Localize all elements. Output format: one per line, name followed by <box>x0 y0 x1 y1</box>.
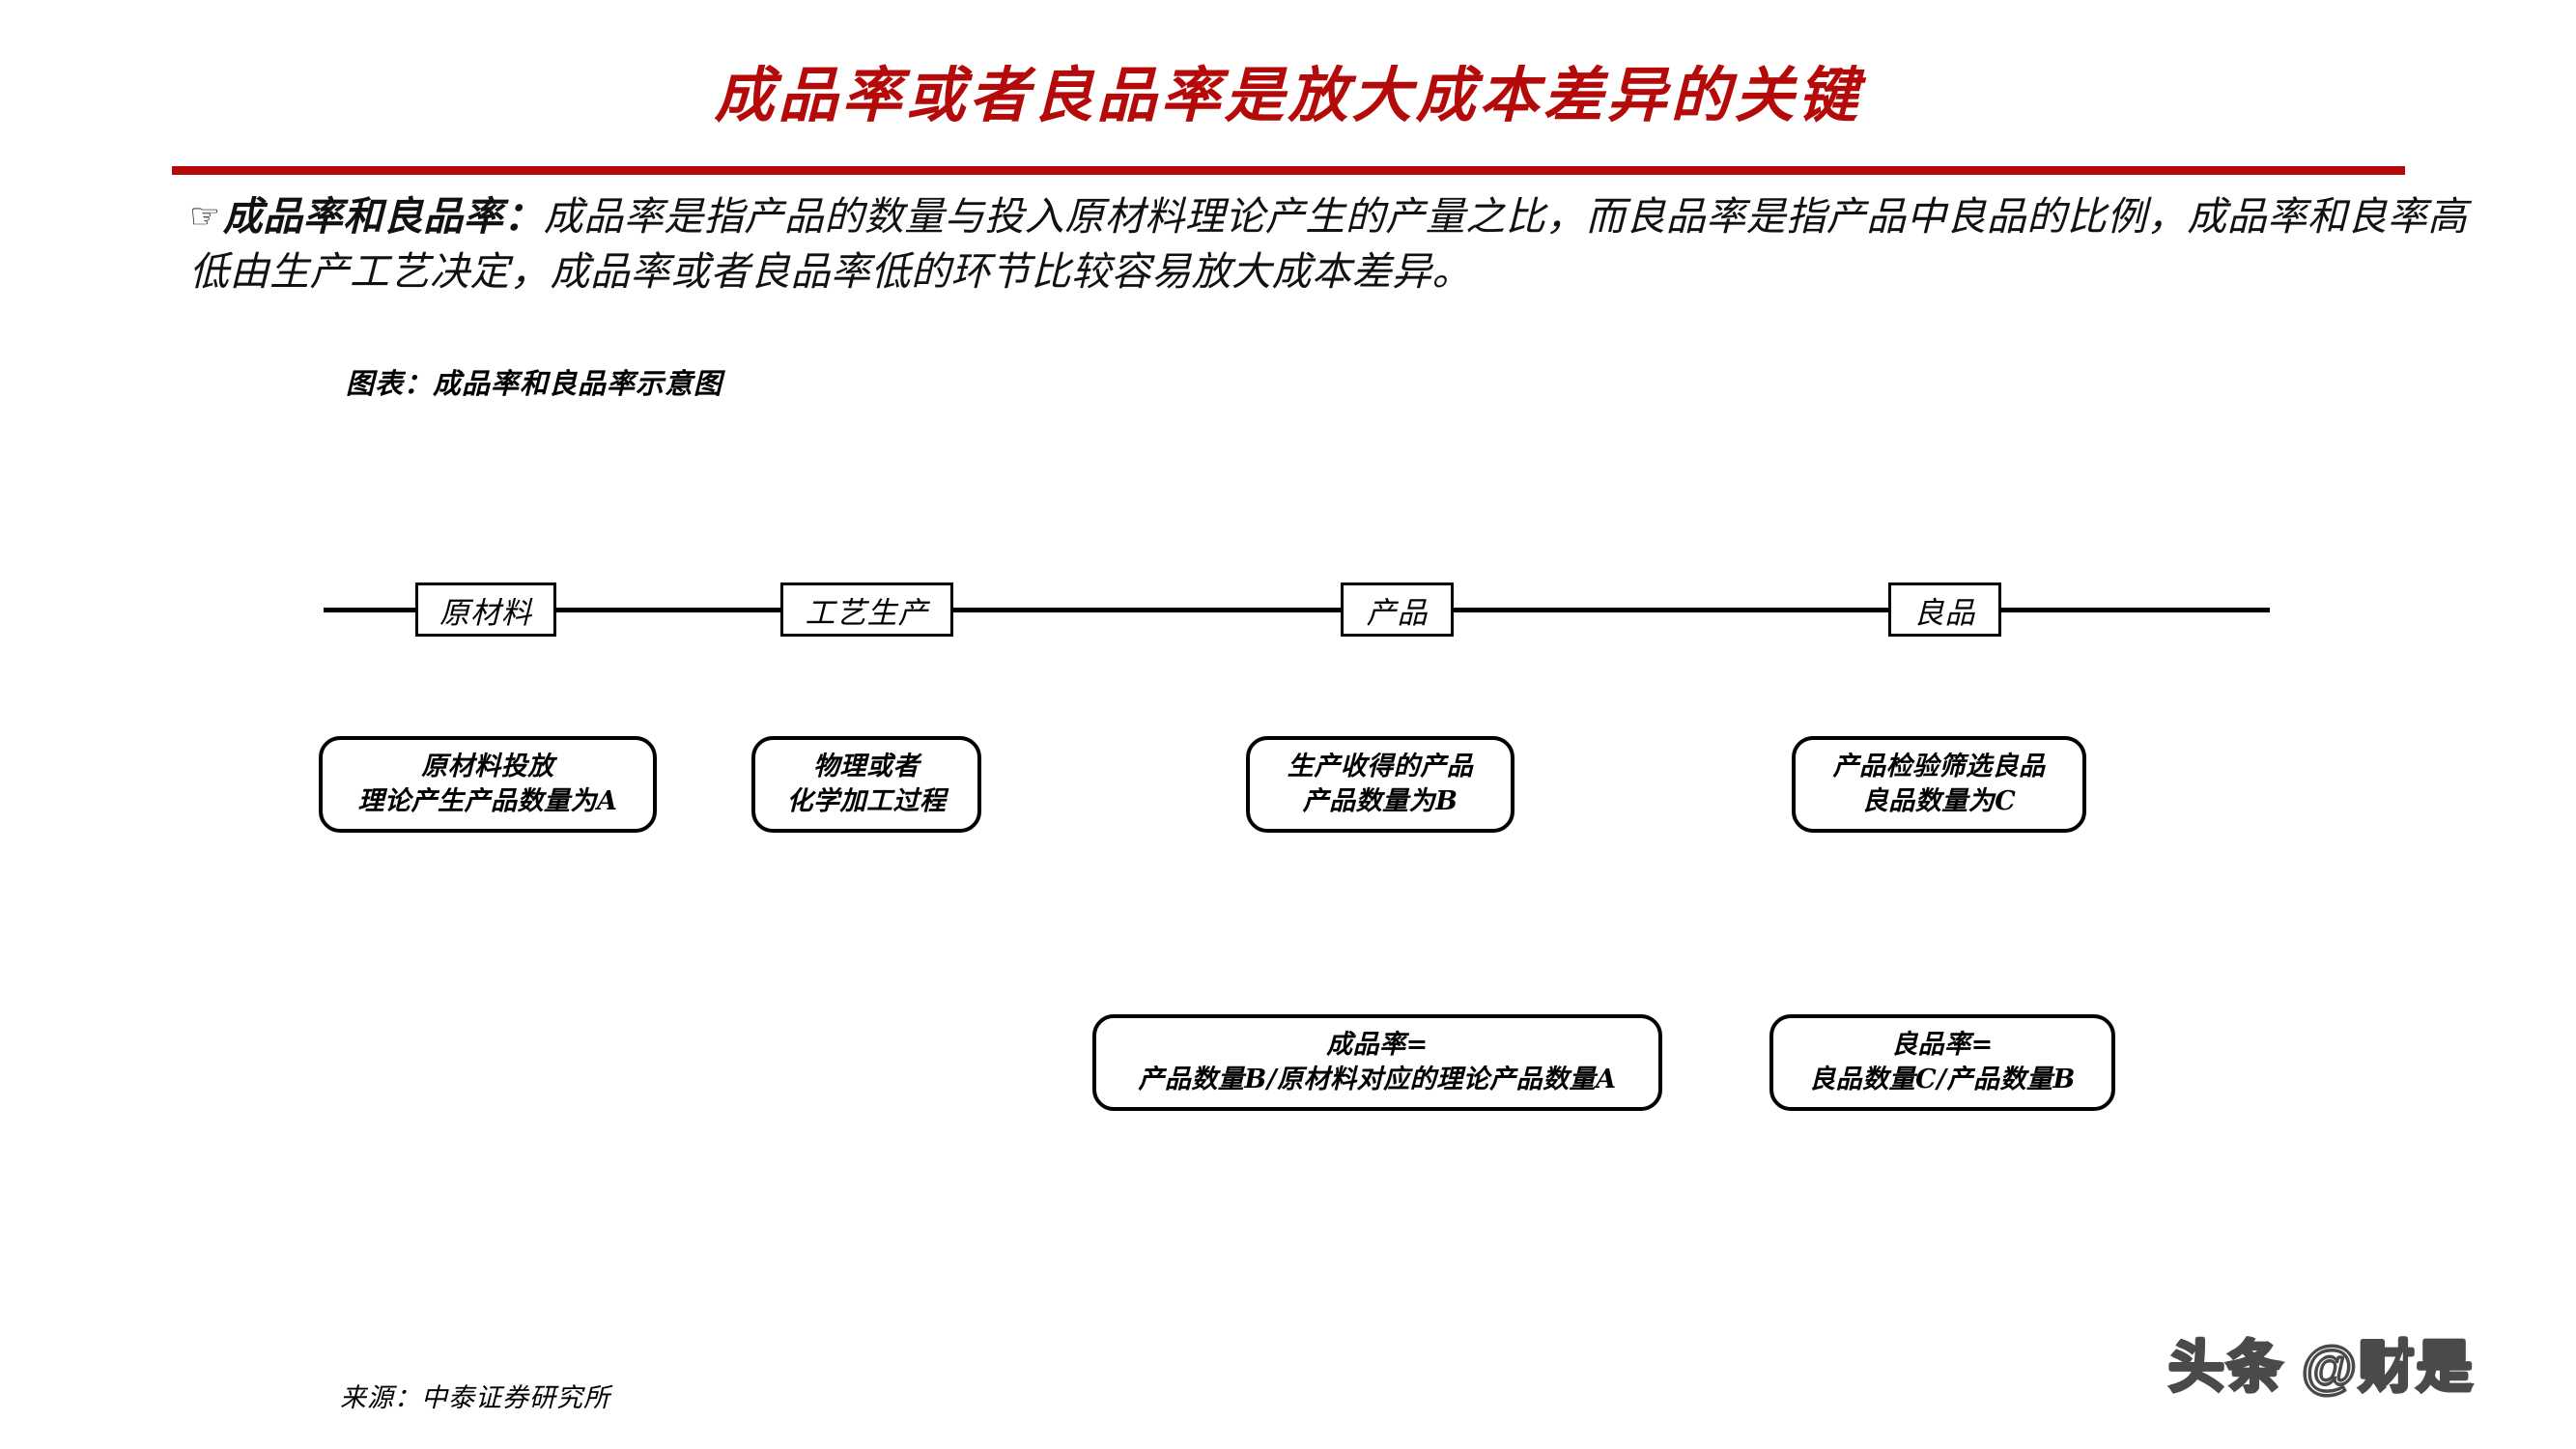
stage-box-label: 工艺生产 <box>805 595 929 631</box>
pointing-hand-icon: ☞ <box>189 197 221 237</box>
timeline-axis <box>324 608 2270 612</box>
watermark: 头条 @财是 <box>2167 1335 2475 1401</box>
formula-line-1: 成品率= <box>1326 1030 1429 1060</box>
stage-box-process-production: 工艺生产 <box>780 582 953 637</box>
formula-card-yield-rate: 成品率= 产品数量B/原材料对应的理论产品数量A <box>1092 1014 1662 1111</box>
title-divider-rule <box>172 166 2405 175</box>
description-card-product: 生产收得的产品 产品数量为B <box>1246 736 1514 833</box>
stage-box-good-product: 良品 <box>1888 582 2001 637</box>
formula-card-good-rate: 良品率= 良品数量C/产品数量B <box>1769 1014 2115 1111</box>
body-paragraph: ☞成品率和良品率：成品率是指产品的数量与投入原材料理论产生的产量之比，而良品率是… <box>189 189 2469 298</box>
description-line-1: 物理或者 <box>813 752 920 781</box>
source-note: 来源：中泰证券研究所 <box>340 1383 610 1413</box>
stage-box-raw-material: 原材料 <box>415 582 556 637</box>
description-card-processing: 物理或者 化学加工过程 <box>751 736 981 833</box>
description-line-1: 原材料投放 <box>421 752 554 781</box>
description-line-2: 理论产生产品数量为A <box>357 786 618 816</box>
body-text: 成品率是指产品的数量与投入原材料理论产生的产量之比，而良品率是指产品中良品的比例… <box>189 193 2468 295</box>
formula-line-2: 产品数量B/原材料对应的理论产品数量A <box>1138 1065 1617 1094</box>
description-line-2: 良品数量为C <box>1861 786 2017 816</box>
stage-box-label: 良品 <box>1913 595 1976 631</box>
body-lead-term: 成品率和良品率： <box>222 193 544 240</box>
description-line-2: 化学加工过程 <box>786 786 947 816</box>
figure-caption: 图表：成品率和良品率示意图 <box>346 367 723 400</box>
description-line-2: 产品数量为B <box>1302 786 1458 816</box>
formula-line-2: 良品数量C/产品数量B <box>1809 1065 2076 1094</box>
formula-line-1: 良品率= <box>1891 1030 1994 1060</box>
description-card-raw-material: 原材料投放 理论产生产品数量为A <box>319 736 657 833</box>
stage-box-label: 原材料 <box>439 595 532 631</box>
description-card-good-product: 产品检验筛选良品 良品数量为C <box>1792 736 2086 833</box>
stage-box-product: 产品 <box>1341 582 1454 637</box>
description-line-1: 产品检验筛选良品 <box>1832 752 2046 781</box>
stage-box-label: 产品 <box>1366 595 1429 631</box>
description-line-1: 生产收得的产品 <box>1287 752 1474 781</box>
page-title: 成品率或者良品率是放大成本差异的关键 <box>714 60 1862 130</box>
